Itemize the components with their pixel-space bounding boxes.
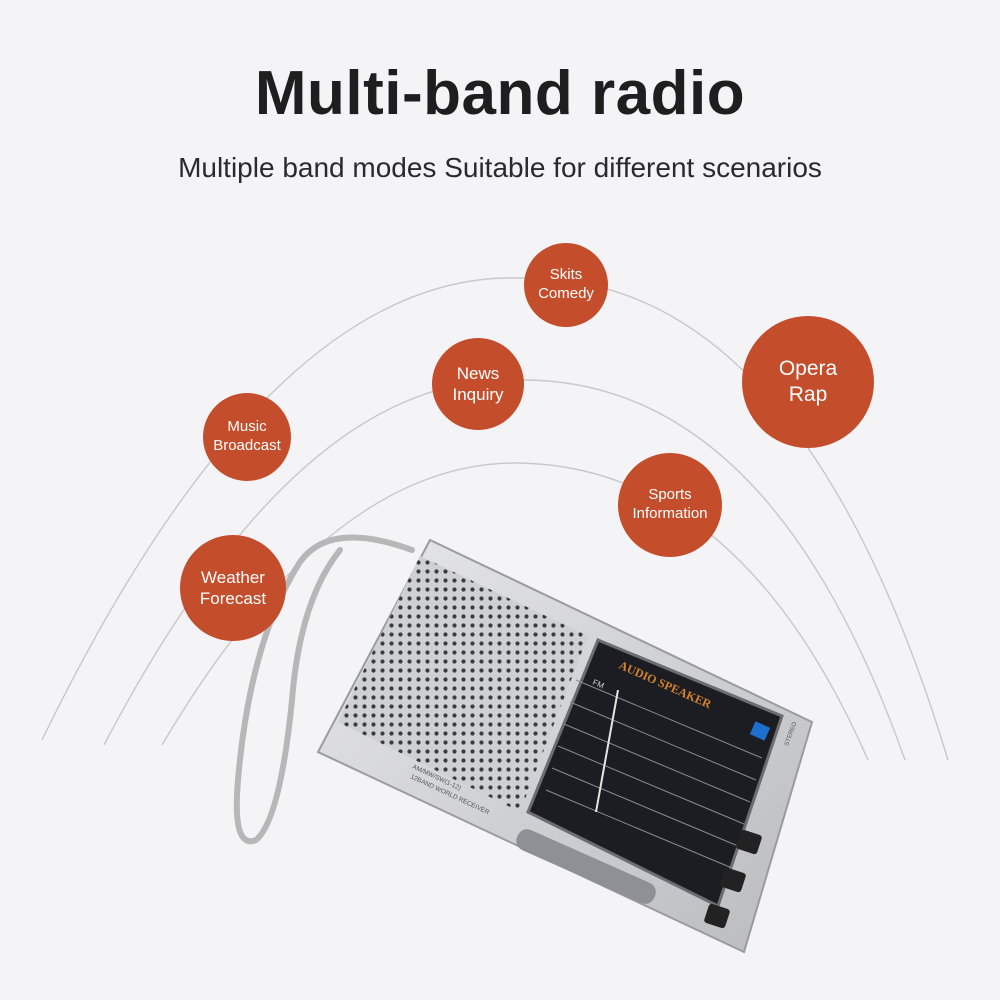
lanyard-strap <box>233 534 415 845</box>
bubble-line: Forecast <box>199 589 267 608</box>
bubble-line: News <box>456 363 500 383</box>
bubble-line: Broadcast <box>213 437 281 454</box>
dial-band-label: FM <box>591 678 606 691</box>
bubble-news-inquiry: News Inquiry <box>432 338 524 430</box>
bubble-opera-rap: Opera Rap <box>742 316 874 448</box>
bubble-line: Opera <box>778 356 838 380</box>
wave-arc-outer <box>41 277 949 761</box>
bubble-line: Skits <box>549 266 583 284</box>
speaker-grill-holes <box>338 556 588 812</box>
side-button-2 <box>720 867 746 893</box>
bubble-weather-forecast: Weather Forecast <box>180 535 286 641</box>
bubble-line: Weather <box>201 567 265 587</box>
dial-scale-lines <box>545 679 763 869</box>
bubble-line: Information <box>632 505 708 522</box>
bubble-line: Rap <box>788 383 828 406</box>
bubble-music-broadcast: Music Broadcast <box>203 393 291 481</box>
page-subtitle: Multiple band modes Suitable for differe… <box>178 152 822 183</box>
bubble-line: Sports <box>648 486 692 504</box>
fm-indicator <box>749 721 771 741</box>
dial-needle <box>595 689 619 813</box>
bubble-sports-information: Sports Information <box>618 453 722 557</box>
bubble-line: Inquiry <box>452 385 504 404</box>
side-button-3 <box>704 903 730 929</box>
bubble-line: Comedy <box>538 285 594 302</box>
bubble-line: Music <box>227 418 267 436</box>
side-button-1 <box>736 829 762 855</box>
page-title: Multi-band radio <box>254 59 746 128</box>
tuning-slot <box>516 829 656 904</box>
bubble-skits-comedy: Skits Comedy <box>524 243 608 327</box>
